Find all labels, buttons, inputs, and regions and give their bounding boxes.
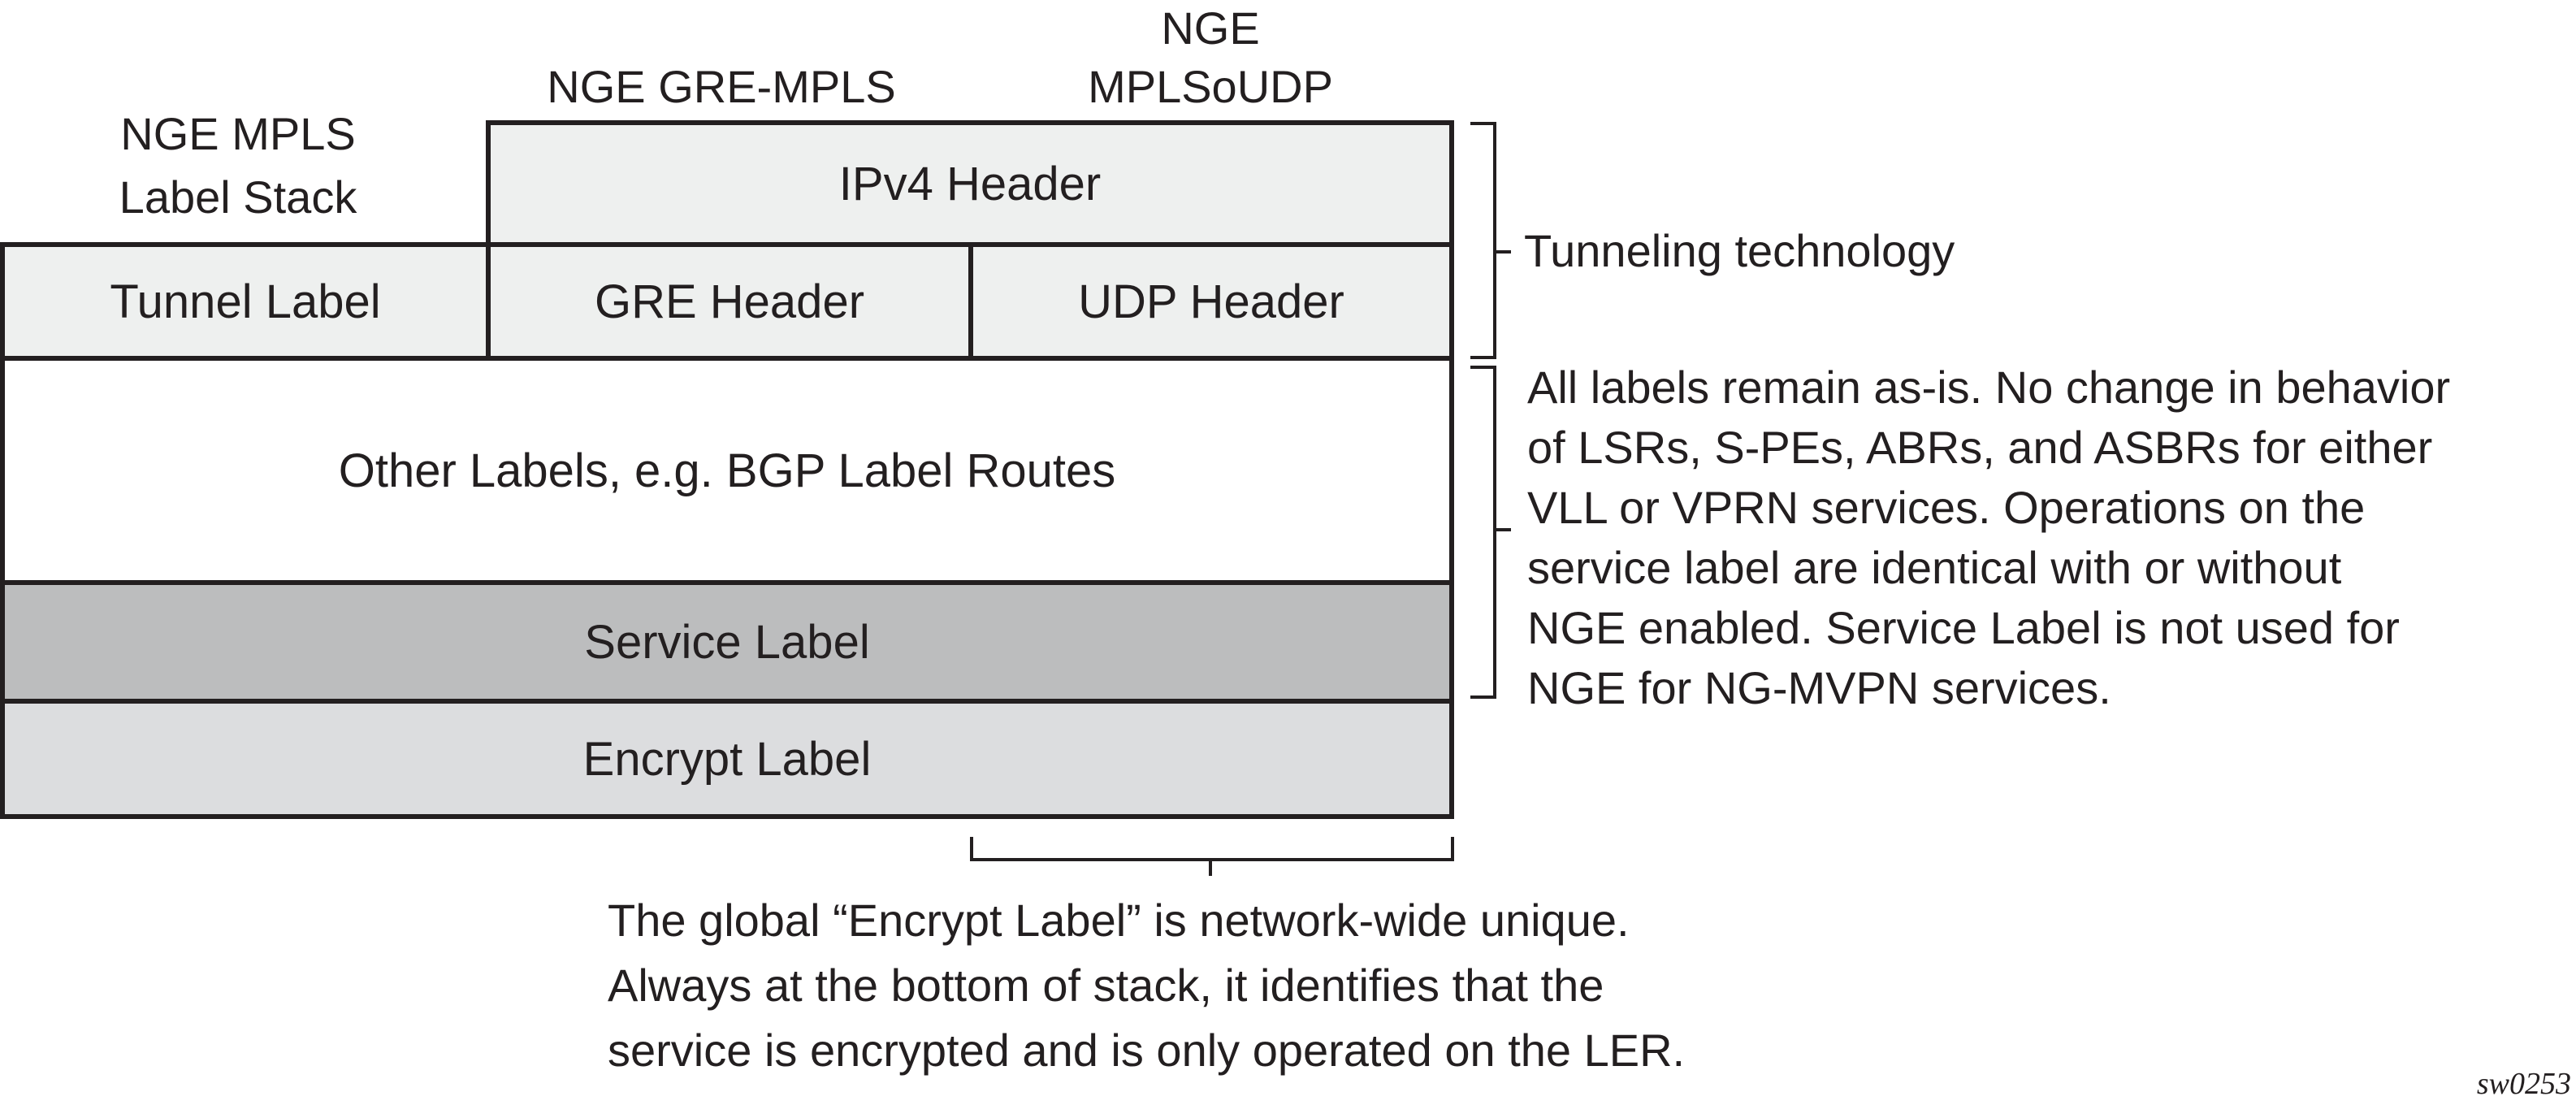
gre-header-text: GRE Header [594, 275, 865, 328]
labels-note-line: VLL or VPRN services. Operations on the [1527, 482, 2366, 533]
heading-gre: NGE GRE-MPLS [547, 61, 896, 112]
heading-udp-line2: MPLSoUDP [1088, 61, 1333, 112]
heading-udp-line1: NGE [1161, 2, 1260, 54]
labels-note-line: service label are identical with or with… [1527, 542, 2342, 593]
ipv4-header-label: IPv4 Header [838, 157, 1102, 210]
other-labels-text: Other Labels, e.g. BGP Label Routes [338, 444, 1116, 497]
encrypt-note-line: The global “Encrypt Label” is network-wi… [608, 895, 1630, 946]
tunnel-label-text: Tunnel Label [110, 275, 381, 328]
other-labels-layer: Other Labels, e.g. BGP Label Routes [0, 356, 1454, 585]
encrypt-label-layer: Encrypt Label [0, 699, 1454, 819]
figure-id: sw0253 [2476, 1067, 2571, 1101]
labels-note-line: NGE for NG-MVPN services. [1527, 662, 2111, 713]
ipv4-header-layer: IPv4 Header [486, 120, 1454, 247]
encrypt-note-line: service is encrypted and is only operate… [608, 1025, 1686, 1076]
heading-mpls-line2: Label Stack [119, 171, 357, 223]
heading-mpls-line1: NGE MPLS [120, 108, 356, 159]
labels-note-line: of LSRs, S-PEs, ABRs, and ASBRs for eith… [1527, 422, 2433, 473]
encrypt-label-text: Encrypt Label [582, 732, 872, 786]
service-label-text: Service Label [584, 615, 870, 669]
udp-header-layer: UDP Header [968, 242, 1454, 361]
tunneling-annotation: Tunneling technology [1524, 225, 1955, 276]
tunnel-label-layer: Tunnel Label [0, 242, 491, 361]
encrypt-note-line: Always at the bottom of stack, it identi… [608, 960, 1604, 1011]
gre-header-layer: GRE Header [486, 242, 973, 361]
labels-note-line: All labels remain as-is. No change in be… [1527, 362, 2451, 413]
service-label-layer: Service Label [0, 580, 1454, 704]
udp-header-text: UDP Header [1078, 275, 1344, 328]
labels-note-line: NGE enabled. Service Label is not used f… [1527, 602, 2400, 653]
